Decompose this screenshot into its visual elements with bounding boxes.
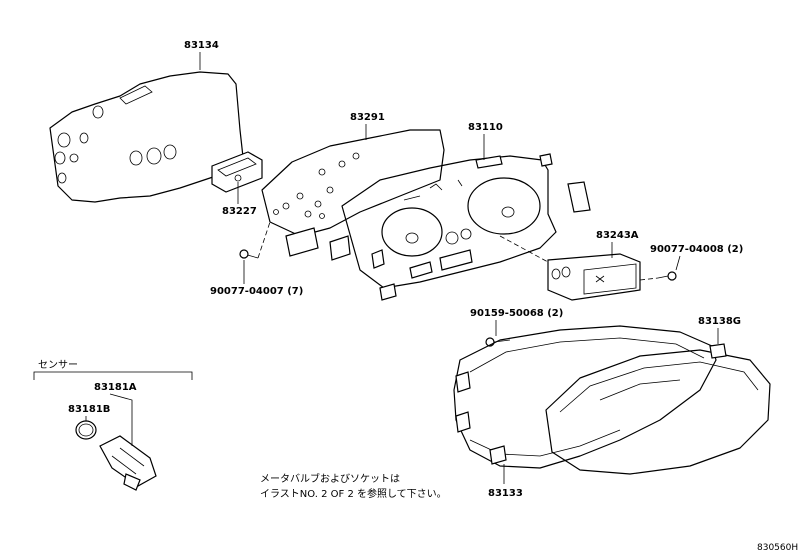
- label-90077-04007: 90077-04007 (7): [210, 286, 303, 297]
- meter-glass-83138g[interactable]: [545, 343, 771, 475]
- label-83291: 83291: [350, 112, 385, 123]
- display-83243a[interactable]: [499, 235, 641, 301]
- meter-case-83133[interactable]: [453, 325, 717, 469]
- label-90077-04008: 90077-04008 (2): [650, 244, 743, 255]
- label-83181b: 83181B: [68, 404, 110, 415]
- o-ring-83181b[interactable]: [75, 420, 97, 440]
- label-90159-50068: 90159-50068 (2): [470, 308, 563, 319]
- label-83110: 83110: [468, 122, 503, 133]
- note-line-2: イラストNO. 2 OF 2 を参照して下さい。: [260, 487, 447, 500]
- note-line-1: メータバルブおよびソケットは: [260, 472, 400, 485]
- connector-83227[interactable]: [211, 151, 263, 193]
- label-83227: 83227: [222, 206, 257, 217]
- screw-90077-04007[interactable]: [239, 221, 271, 259]
- circuit-plate-83134[interactable]: [49, 71, 245, 203]
- sensor-group-bracket: [33, 371, 193, 380]
- label-83243a: 83243A: [596, 230, 639, 241]
- label-83181a: 83181A: [94, 382, 137, 393]
- meter-83110[interactable]: [341, 153, 591, 301]
- sensor-group-label: センサー: [38, 359, 78, 371]
- screw-90077-04008[interactable]: [639, 271, 677, 281]
- circuit-board-83291[interactable]: [261, 129, 445, 261]
- label-83138g: 83138G: [698, 316, 741, 327]
- speed-sensor-83181a[interactable]: [99, 435, 157, 491]
- diagram-reference: 830560H: [757, 543, 798, 553]
- label-83134: 83134: [184, 40, 219, 51]
- label-83133: 83133: [488, 488, 523, 499]
